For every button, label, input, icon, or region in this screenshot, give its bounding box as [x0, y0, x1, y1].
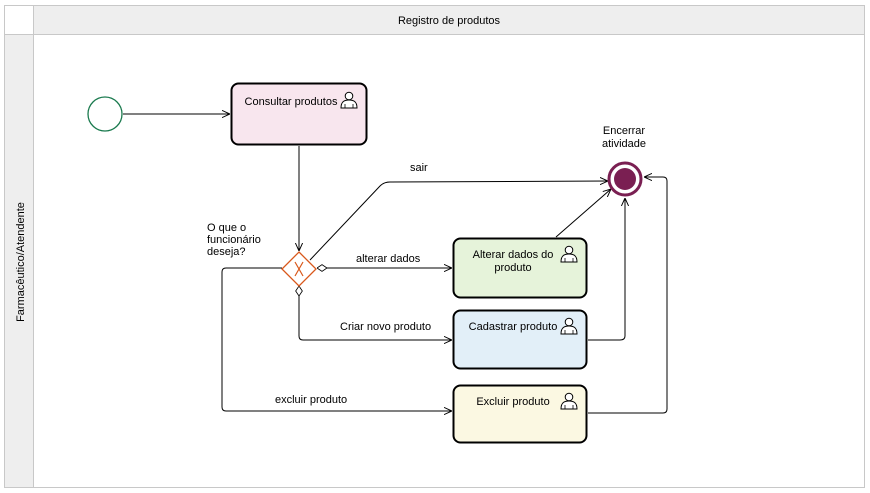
gateway-question-line3: deseja?	[207, 246, 246, 258]
pool-header[interactable]	[33, 5, 865, 35]
end-event-label-line2: atividade	[602, 138, 646, 150]
flow-excluir[interactable]	[221, 267, 452, 411]
task-label: Consultar produtos	[245, 96, 338, 108]
flow-label-sair: sair	[410, 162, 428, 174]
task-cadastrar-produto[interactable]: Cadastrar produto	[452, 309, 588, 370]
gateway-question-line2: funcionário	[207, 234, 261, 246]
flow-cadastrar-to-end[interactable]	[588, 198, 625, 341]
task-label-line2: produto	[494, 262, 531, 274]
pool-title: Registro de produtos	[398, 15, 501, 27]
end-event[interactable]	[607, 161, 643, 197]
task-label: Excluir produto	[476, 396, 549, 408]
flow-alterar-to-end[interactable]	[555, 189, 611, 238]
lane-header[interactable]	[4, 34, 34, 488]
gateway-question-line1: O que o	[207, 222, 246, 234]
flow-label-excluir: excluir produto	[275, 394, 347, 406]
flow-excluir-to-end[interactable]	[588, 177, 668, 414]
flow-label-alterar: alterar dados	[356, 253, 421, 265]
task-label: Cadastrar produto	[469, 321, 558, 333]
lane-label: Farmacêutico/Atendente	[15, 202, 27, 322]
start-event[interactable]	[87, 96, 123, 132]
flow-label-criar: Criar novo produto	[340, 321, 431, 333]
end-event-label-line1: Encerrar	[603, 125, 646, 137]
lane-body	[33, 34, 865, 488]
exclusive-gateway[interactable]	[281, 251, 317, 287]
task-excluir-produto[interactable]: Excluir produto	[452, 384, 588, 444]
flow-sair[interactable]	[309, 181, 608, 261]
gateway-x-icon	[294, 261, 304, 277]
task-label-line1: Alterar dados do	[473, 249, 554, 261]
flow-criar[interactable]	[299, 286, 452, 340]
task-alterar-dados[interactable]: Alterar dados do produto	[452, 237, 588, 299]
task-consultar-produtos[interactable]: Consultar produtos	[230, 82, 368, 146]
